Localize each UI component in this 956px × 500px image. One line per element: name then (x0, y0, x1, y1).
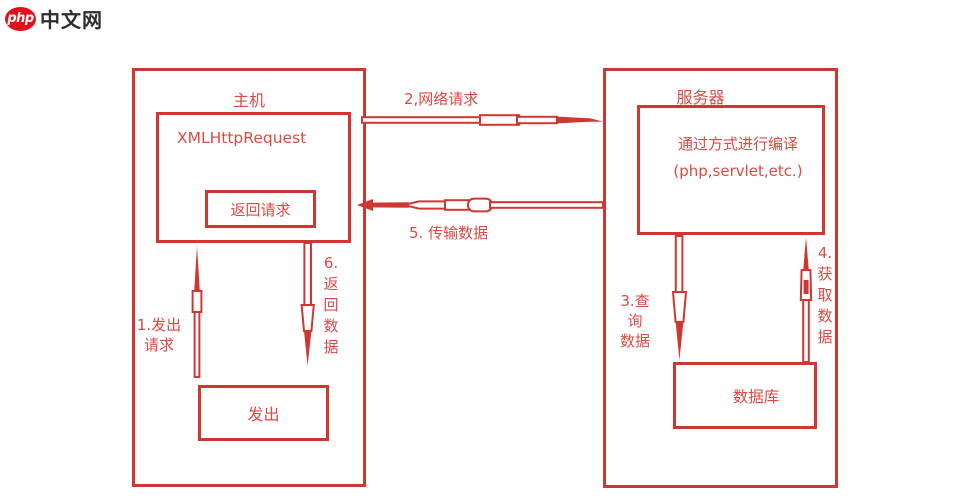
site-logo[interactable]: php 中文网 (5, 4, 103, 33)
compile-method-line: 通过方式进行编译 (677, 135, 798, 153)
label-get-data: 4. 获 取 数 据 (817, 244, 833, 346)
compile-label: 通过方式进行编译 (php,servlet,etc.) (657, 131, 819, 185)
label-send-request: 1.发出 请求 (136, 316, 182, 354)
send-box: 发出 (198, 385, 329, 441)
return-request-label: 返回请求 (230, 200, 291, 219)
label-transfer-data: 5. 传输数据 (409, 224, 489, 242)
label-query-data: 3.查询 数据 (619, 292, 650, 350)
return-request-box: 返回请求 (205, 190, 316, 228)
network-request-arrow (361, 114, 603, 126)
site-name: 中文网 (40, 8, 103, 32)
transfer-data-arrow (357, 197, 604, 213)
database-label: 数据库 (732, 387, 780, 406)
server-box (603, 68, 838, 488)
php-logo-icon: php (5, 6, 36, 31)
label-network-request: 2,网络请求 (404, 90, 479, 108)
compile-tech-line: (php,servlet,etc.) (673, 162, 803, 180)
host-title: 主机 (232, 91, 265, 110)
xhr-box (156, 112, 351, 243)
send-label: 发出 (247, 405, 280, 424)
xhr-label: XMLHttpRequest (177, 129, 307, 147)
server-title: 服务器 (676, 88, 725, 107)
database-box: 数据库 (673, 362, 817, 429)
host-box (132, 68, 366, 487)
compile-box (637, 105, 825, 235)
label-return-data: 6. 返 回 数 据 (323, 254, 339, 356)
